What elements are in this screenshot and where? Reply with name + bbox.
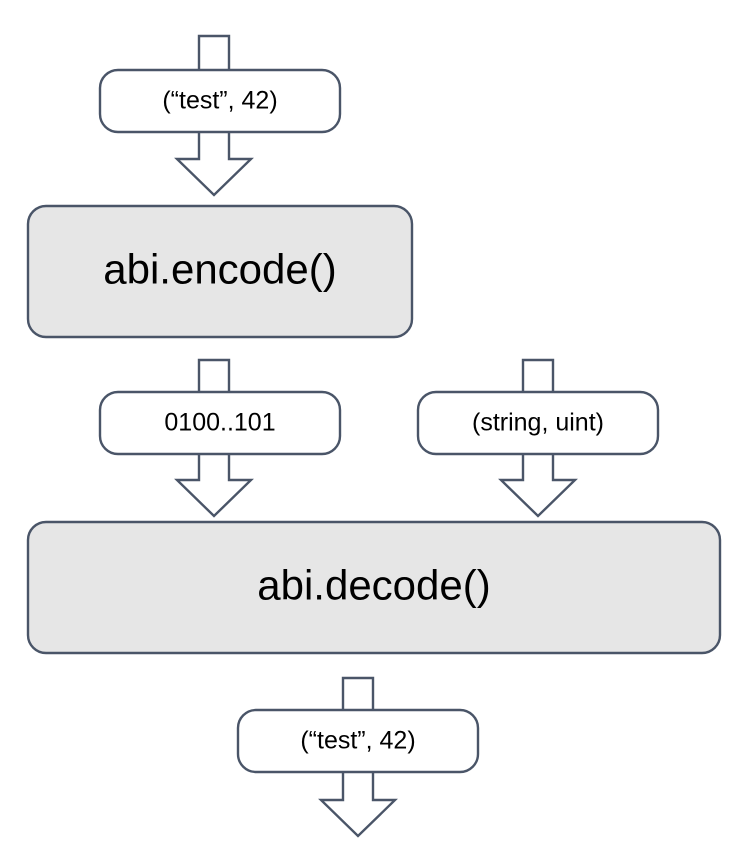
encoded-bytes-label: 0100..101: [164, 409, 275, 437]
arrow-output-down: [318, 772, 398, 838]
connector-arrow-bytes-to-decode: [174, 454, 254, 518]
type-signature-shape[interactable]: [416, 390, 660, 456]
connector-stem-encode-to-bytes: [197, 358, 231, 392]
output-tuple-label: (“test”, 42): [300, 727, 415, 755]
encoded-bytes-shape[interactable]: [98, 390, 342, 456]
stem-encode-to-bytes: [197, 358, 231, 392]
abi-encode-label: abi.encode(): [103, 246, 336, 293]
input-tuple-label: (“test”, 42): [162, 87, 277, 115]
abi-decode-label: abi.decode(): [257, 562, 490, 609]
connector-arrow-output-down: [318, 772, 398, 838]
connector-stem-into-input: [197, 34, 231, 70]
node-type-signature[interactable]: (string, uint): [416, 390, 660, 456]
connector-arrow-input-to-encode: [174, 132, 254, 197]
node-output-tuple[interactable]: (“test”, 42): [236, 708, 480, 774]
arrow-signature-to-decode: [498, 454, 578, 518]
node-layer: (“test”, 42) abi.encode() 0100..101 (string…: [26, 68, 722, 774]
connector-stem-decode-to-output: [341, 676, 375, 710]
abi-encode-shape[interactable]: [26, 204, 414, 339]
node-abi-encode[interactable]: abi.encode(): [26, 204, 414, 339]
input-tuple-shape[interactable]: [98, 68, 342, 134]
abi-decode-shape[interactable]: [26, 520, 722, 655]
stem-above-signature: [521, 358, 555, 392]
arrow-bytes-to-decode: [174, 454, 254, 518]
node-encoded-bytes[interactable]: 0100..101: [98, 390, 342, 456]
stem-decode-to-output: [341, 676, 375, 710]
connector-arrow-signature-to-decode: [498, 454, 578, 518]
stem-into-input: [197, 34, 231, 70]
output-tuple-shape[interactable]: [236, 708, 480, 774]
connector-layer: [174, 34, 578, 838]
arrow-input-to-encode: [174, 132, 254, 197]
node-abi-decode[interactable]: abi.decode(): [26, 520, 722, 655]
connector-stem-above-signature: [521, 358, 555, 392]
type-signature-label: (string, uint): [472, 409, 604, 437]
node-input-tuple[interactable]: (“test”, 42): [98, 68, 342, 134]
